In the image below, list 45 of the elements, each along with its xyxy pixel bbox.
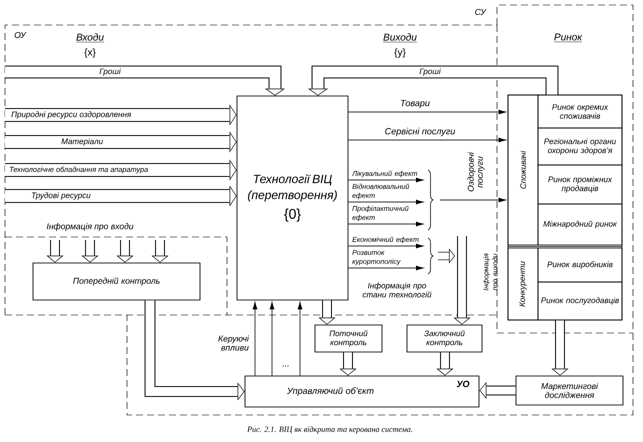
- edge-label: Оздоровчі послуги: [468, 152, 484, 192]
- edge-label: Трудові ресурси: [32, 192, 90, 200]
- text-cell: Ринок послугодавців: [538, 282, 622, 320]
- arrow: [252, 302, 258, 376]
- label: {x}: [84, 48, 96, 58]
- label: Інформація про входи: [46, 223, 134, 231]
- arrow: [348, 266, 424, 270]
- process-box: Технології ВІЦ (перетворення) {0}: [236, 96, 348, 300]
- arrow: [298, 302, 302, 376]
- edge-label: Матеріали: [61, 138, 103, 146]
- label: СУ: [475, 9, 486, 15]
- arrow: [348, 110, 506, 114]
- arrow: [348, 138, 506, 142]
- label: Керуючі впливи: [218, 335, 249, 351]
- label: Входи: [76, 33, 104, 42]
- arrow: [270, 302, 274, 376]
- label: Виходи: [382, 33, 418, 42]
- process-box: Заключний контроль: [406, 324, 482, 352]
- arrow: [348, 244, 424, 248]
- arrow: [348, 222, 424, 226]
- text-cell: Ринок окремих споживачів: [538, 94, 622, 128]
- arrow: [348, 200, 424, 204]
- label: ОУ: [14, 32, 26, 38]
- arrow: [5, 66, 286, 96]
- label: {y}: [394, 48, 406, 58]
- arrow: [348, 178, 424, 182]
- process-box: Управляючий об’єкт УО: [244, 376, 480, 408]
- edge-label: Товари: [400, 100, 430, 108]
- caption: Рис. 2.1. ВІЦ як відкрита та керована система.: [247, 426, 412, 434]
- text-cell: Ринок проміжних продавців: [538, 164, 622, 204]
- text-cell: Ринок виробників: [538, 248, 622, 282]
- text-cell: Споживачі: [508, 94, 538, 246]
- text-cell: Конкуренти: [508, 248, 538, 320]
- text-cell: Міжнародний ринок: [538, 204, 622, 246]
- process-box: Попередній контроль: [32, 262, 200, 300]
- label: Ринок: [554, 34, 582, 42]
- edge-label: Інформація про стани технологій: [362, 282, 432, 298]
- edge-label: Природні ресурси оздоровлення: [11, 111, 131, 119]
- text-cell: Регіональні органи охорони здоров’я: [538, 128, 622, 166]
- edge-label: Гроші: [100, 68, 121, 76]
- process-box: Маркетингові дослідження: [516, 376, 624, 406]
- edge-label: Гроші: [420, 68, 441, 76]
- process-box: Поточний контроль: [314, 324, 382, 352]
- edge-label: Сервісні послуги: [385, 128, 456, 136]
- arrow: [440, 198, 506, 202]
